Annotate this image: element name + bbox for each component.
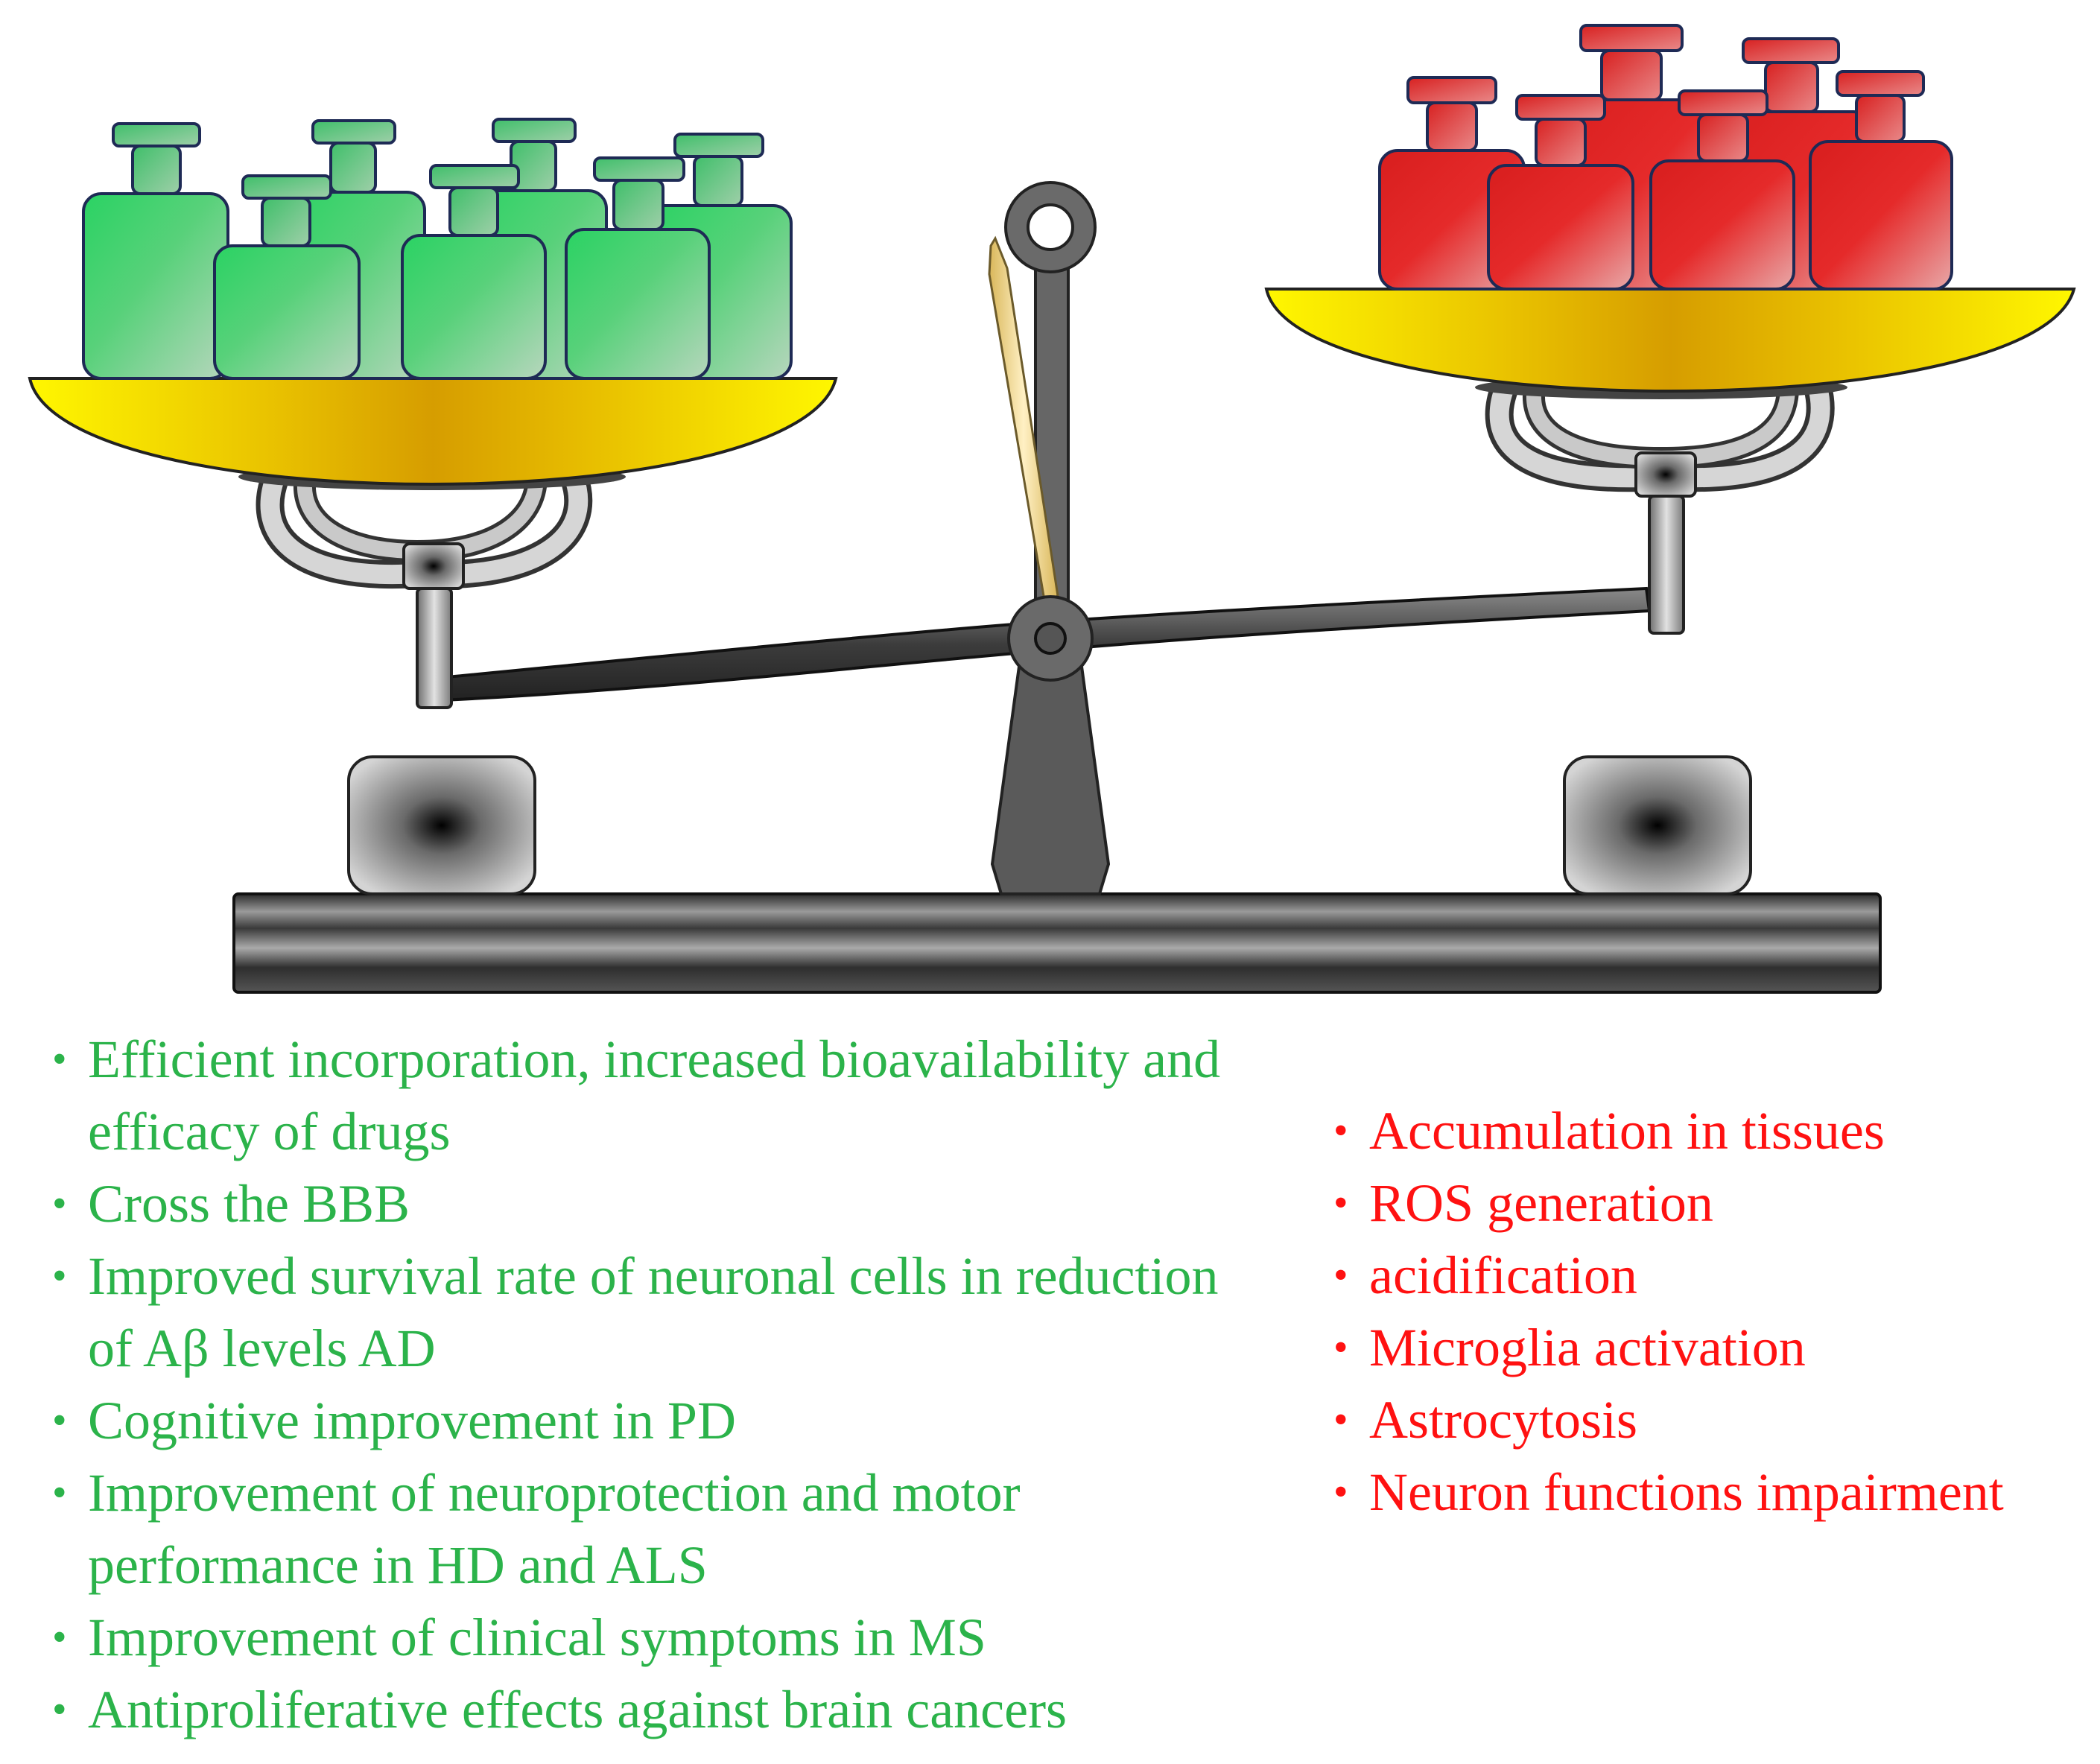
- risks-item: • acidification: [1333, 1240, 2093, 1312]
- risks-item: • ROS generation: [1333, 1167, 2093, 1240]
- benefits-list: • Efficient incorporation, increased bioa…: [52, 1024, 1274, 1746]
- risks-item-text: ROS generation: [1369, 1173, 1713, 1233]
- bullet-icon: •: [52, 1397, 67, 1444]
- bullet-icon: •: [52, 1470, 67, 1516]
- benefits-item-text: Cognitive improvement in PD: [88, 1391, 736, 1450]
- bullet-icon: •: [1333, 1180, 1348, 1226]
- bullet-icon: •: [1333, 1397, 1348, 1443]
- bullet-icon: •: [52, 1181, 67, 1227]
- right-pan: [1264, 288, 2076, 393]
- bullet-icon: •: [1333, 1252, 1348, 1298]
- benefits-item: • Improvement of neuroprotection and moto…: [52, 1457, 1274, 1602]
- benefits-item-text: Efficient incorporation, increased bioav…: [88, 1029, 1221, 1161]
- benefits-item-text: Cross the BBB: [88, 1174, 410, 1234]
- benefits-item: • Improvement of clinical symptoms in MS: [52, 1602, 1274, 1674]
- red-weight-icon: [1378, 24, 1953, 291]
- risks-item-text: Microglia activation: [1369, 1318, 1806, 1377]
- benefits-item-text: Improved survival rate of neuronal cells…: [88, 1246, 1219, 1378]
- right-foot: [1563, 755, 1752, 895]
- benefits-item: • Antiproliferative effects against brain…: [52, 1674, 1274, 1746]
- green-weight-icon: [82, 118, 793, 380]
- balance-scale-illustration: [28, 24, 2076, 994]
- bullet-icon: •: [1333, 1108, 1348, 1154]
- left-pan: [28, 377, 838, 486]
- risks-item: • Neuron functions impairment: [1333, 1456, 2093, 1529]
- risks-item-text: Accumulation in tissues: [1369, 1101, 1885, 1161]
- bullet-icon: •: [52, 1036, 67, 1082]
- risks-item-text: Neuron functions impairment: [1369, 1462, 2004, 1522]
- bullet-icon: •: [1333, 1469, 1348, 1515]
- risks-item: • Microglia activation: [1333, 1312, 2093, 1384]
- risks-item-text: acidification: [1369, 1246, 1637, 1305]
- benefits-item: • Efficient incorporation, increased bioa…: [52, 1024, 1274, 1168]
- left-foot: [347, 755, 536, 895]
- risks-item: • Accumulation in tissues: [1333, 1095, 2093, 1167]
- bullet-icon: •: [52, 1253, 67, 1299]
- bullet-icon: •: [52, 1687, 67, 1733]
- risks-item: • Astrocytosis: [1333, 1384, 2093, 1456]
- benefits-item: • Improved survival rate of neuronal cell…: [52, 1240, 1274, 1385]
- benefits-item: • Cognitive improvement in PD: [52, 1385, 1274, 1457]
- bullet-icon: •: [1333, 1324, 1348, 1371]
- benefits-item-text: Improvement of neuroprotection and motor…: [88, 1463, 1021, 1595]
- risks-item-text: Astrocytosis: [1369, 1390, 1637, 1450]
- benefits-item-text: Improvement of clinical symptoms in MS: [88, 1608, 986, 1667]
- benefits-item-text: Antiproliferative effects against brain …: [88, 1680, 1068, 1739]
- risks-list: •Accumulation in tissues•ROS generation•…: [1333, 1095, 2093, 1529]
- bullet-icon: •: [52, 1614, 67, 1660]
- benefits-item: • Cross the BBB: [52, 1168, 1274, 1240]
- scale-base: [232, 892, 1882, 994]
